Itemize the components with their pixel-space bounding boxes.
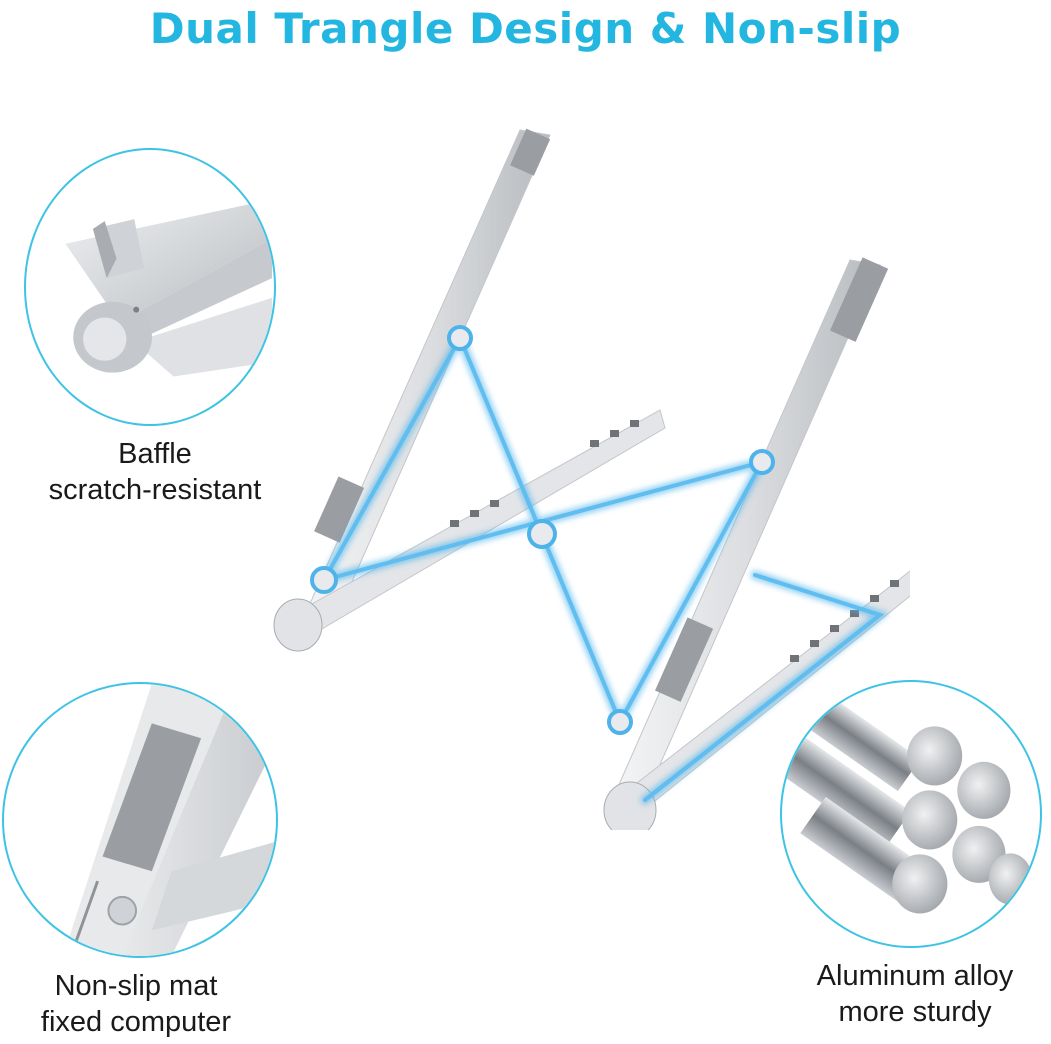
baffle-caption: Baffle scratch-resistant [30,436,280,508]
laptop-stand-image [250,110,956,839]
non-slip-caption: Non-slip mat fixed computer [6,968,266,1040]
aluminum-caption-line1: Aluminum alloy [816,960,1014,992]
non-slip-mat-illustration [63,684,276,956]
baffle-caption-line1: Baffle [118,438,192,470]
baffle-caption-line2: scratch-resistant [48,474,262,506]
baffle-closeup-image [24,148,276,426]
non-slip-caption-line2: fixed computer [40,1006,232,1038]
aluminum-caption: Aluminum alloy more sturdy [790,958,1040,1030]
page-title: Dual Trangle Design & Non-slip [149,4,902,53]
non-slip-mat-closeup-image [2,682,278,958]
aluminum-rods-image [780,680,1042,948]
aluminum-caption-line2: more sturdy [838,996,992,1028]
aluminum-rods-illustration [782,691,1033,914]
laptop-stand-illustration [273,128,956,839]
baffle-illustration [65,199,273,377]
non-slip-caption-line1: Non-slip mat [54,970,218,1002]
